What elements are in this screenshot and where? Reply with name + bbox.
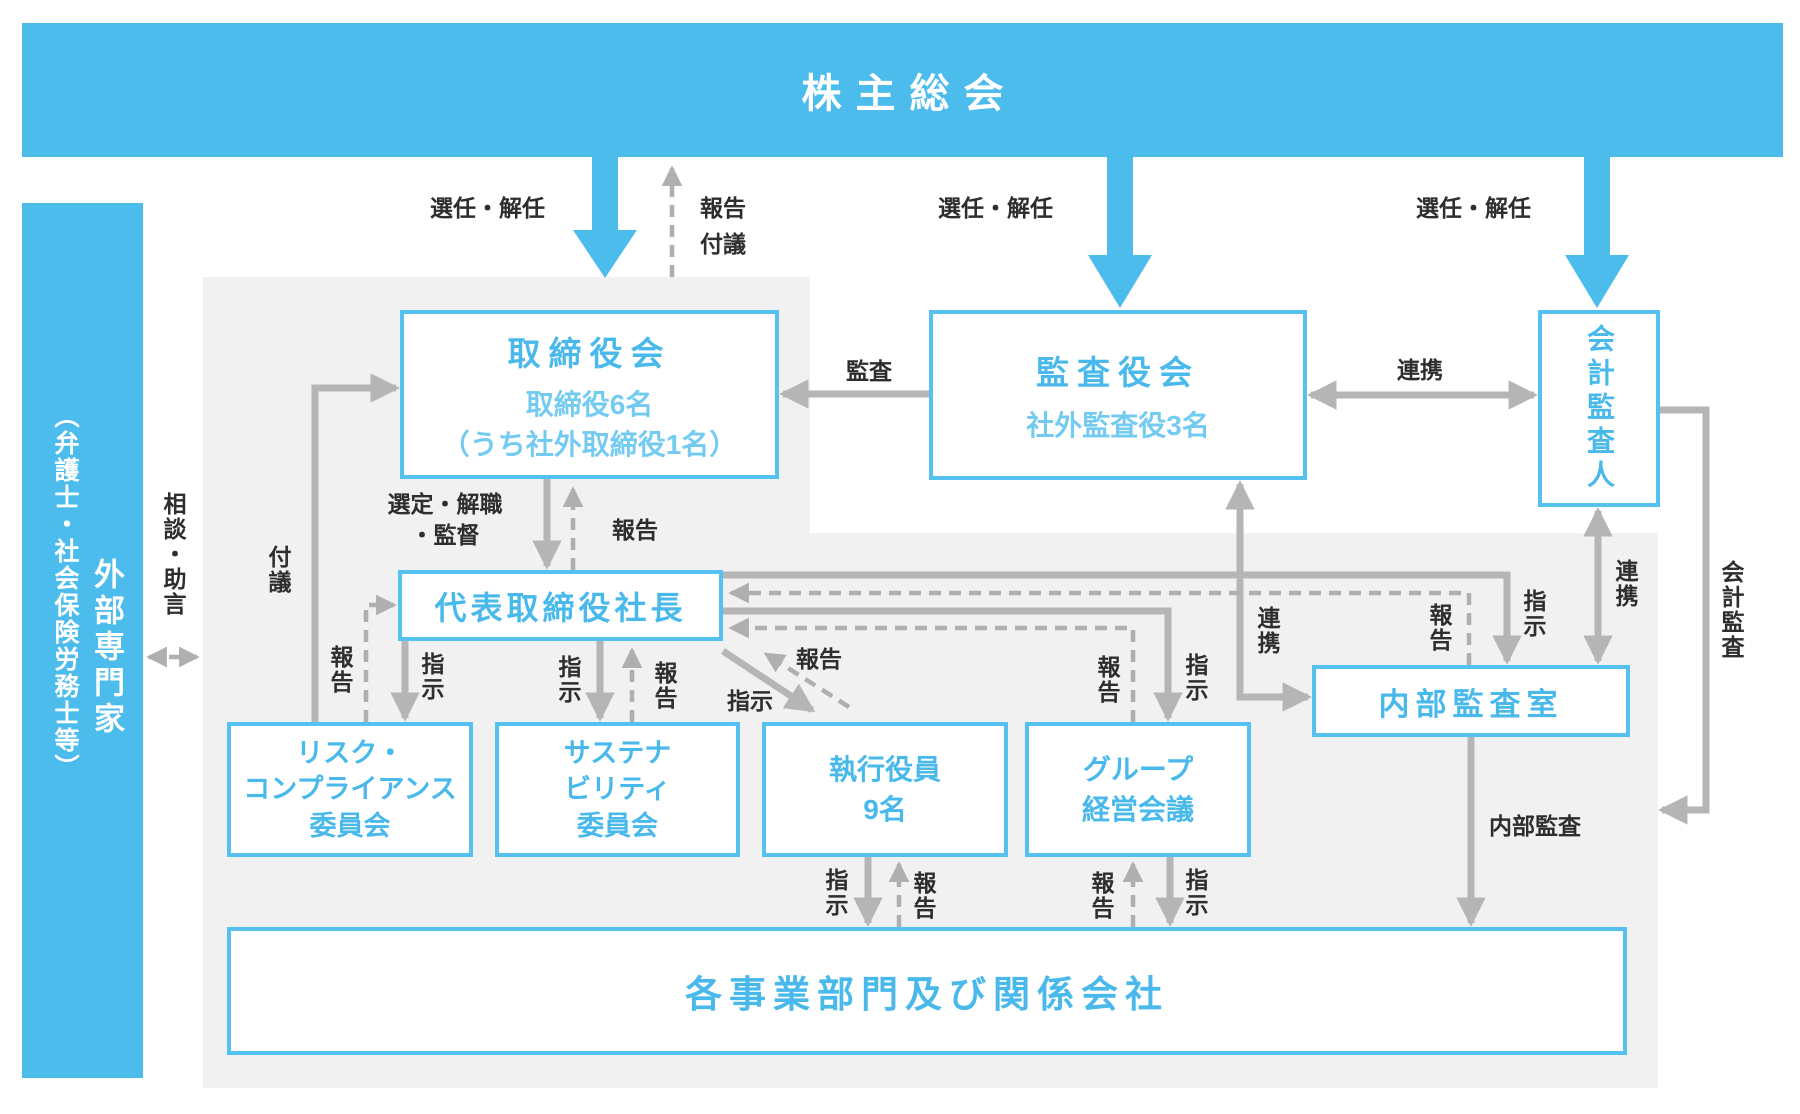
internal-audit-office-title: 内部監査室 xyxy=(1378,686,1564,722)
label-cooperation-3: 連携 xyxy=(1612,559,1638,609)
arrow-instruct-executives xyxy=(721,648,816,713)
risk-committee-line1: リスク・ xyxy=(296,737,404,768)
board-subtitle1: 取締役6名 xyxy=(525,388,654,420)
president-box: 代表取締役社長 xyxy=(398,570,723,641)
arrow-report-internal-to-president xyxy=(728,582,1472,665)
label-report-divisions-left: 報告 xyxy=(910,871,936,921)
label-appoint-dismiss-3: 選任・解任 xyxy=(1416,195,1531,221)
accounting-auditor-box: 会計監査人 xyxy=(1538,310,1660,507)
executive-officers-box: 執行役員 9名 xyxy=(762,722,1008,857)
label-report-risk: 報告 xyxy=(327,645,353,695)
label-instruct-executives: 指示 xyxy=(727,688,773,714)
accounting-auditor-title: 会計監査人 xyxy=(1584,323,1615,494)
label-report-submission: 報告 付議 xyxy=(700,190,746,262)
sustainability-line2: ビリティ xyxy=(564,774,671,805)
arrow-report-risk-to-president xyxy=(363,594,397,722)
label-select-dismiss: 選定・解職 ・監督 xyxy=(340,489,550,551)
label-instruct-risk: 指示 xyxy=(418,652,444,702)
label-internal-audit: 内部監査 xyxy=(1489,813,1581,839)
label-instruct-sustainability: 指示 xyxy=(555,655,581,705)
label-appoint-dismiss-1: 選任・解任 xyxy=(430,195,545,221)
label-instruct-divisions-right: 指示 xyxy=(1182,868,1208,918)
business-divisions-box: 各事業部門及び関係会社 xyxy=(227,927,1627,1055)
label-instruct-internal: 指示 xyxy=(1520,589,1546,639)
label-instruct-group: 指示 xyxy=(1182,653,1208,703)
president-title: 代表取締役社長 xyxy=(434,589,687,626)
group-management-line1: グループ xyxy=(1082,754,1194,786)
risk-compliance-committee-box: リスク・ コンプライアンス 委員会 xyxy=(227,722,473,857)
shareholders-meeting-banner: 株主総会 xyxy=(22,23,1783,157)
group-management-box: グループ 経営会議 xyxy=(1025,722,1251,857)
risk-committee-line3: 委員会 xyxy=(309,810,391,841)
internal-audit-office-box: 内部監査室 xyxy=(1312,665,1630,737)
external-experts-subtitle: （弁護士・社会保険労務士等） xyxy=(51,403,79,781)
label-submission-risk: 付議 xyxy=(265,545,291,595)
executive-officers-line1: 執行役員 xyxy=(828,754,941,786)
label-cooperation-1: 連携 xyxy=(1397,357,1443,383)
business-divisions-title: 各事業部門及び関係会社 xyxy=(685,974,1169,1015)
label-report-group: 報告 xyxy=(1094,655,1120,705)
blue-arrow-to-board xyxy=(573,157,637,278)
label-report-internal: 報告 xyxy=(1426,603,1452,653)
arrow-cooperation-auditboard-internal xyxy=(1225,480,1312,712)
label-report-divisions-right: 報告 xyxy=(1088,871,1114,921)
blue-arrow-to-audit-board xyxy=(1088,157,1152,308)
arrow-report-executives-to-president xyxy=(763,652,851,709)
arrow-report-group-to-president xyxy=(728,617,1136,722)
executive-officers-line2: 9名 xyxy=(863,793,907,825)
group-management-line2: 経営会議 xyxy=(1081,793,1194,825)
label-report-to-board: 報告 xyxy=(612,517,658,543)
external-experts-sidebar xyxy=(22,203,143,1078)
risk-committee-line2: コンプライアンス xyxy=(243,774,457,805)
sustainability-line3: 委員会 xyxy=(577,810,658,841)
label-consult-advice: 相談・助言 xyxy=(160,492,186,617)
board-subtitle2: （うち社外取締役1名） xyxy=(441,428,738,460)
label-report-executives: 報告 xyxy=(796,646,842,672)
label-accounting-audit: 会計監査 xyxy=(1718,560,1744,660)
audit-board-title: 監査役会 xyxy=(1036,354,1200,391)
board-title: 取締役会 xyxy=(507,334,672,372)
board-of-directors-box: 取締役会 取締役6名 （うち社外取締役1名） xyxy=(400,310,779,479)
label-report-sustainability: 報告 xyxy=(651,661,677,711)
blue-arrow-to-accounting-auditor xyxy=(1565,157,1629,308)
label-instruct-divisions-left: 指示 xyxy=(822,868,848,918)
external-experts-title: 外部専門家 xyxy=(89,558,124,738)
sustainability-line1: サステナ xyxy=(563,737,672,768)
arrow-instruct-internal-audit xyxy=(723,571,1522,665)
label-select-dismiss-line2: ・監督 xyxy=(410,522,480,548)
label-select-dismiss-line1: 選定・解職 xyxy=(387,491,503,517)
label-report-to-shareholders: 報告 xyxy=(700,195,746,221)
label-cooperation-2: 連携 xyxy=(1254,606,1280,656)
audit-board-box: 監査役会 社外監査役3名 xyxy=(929,310,1307,480)
shareholders-meeting-title: 株主総会 xyxy=(801,72,1018,116)
arrow-submission-risk-to-board xyxy=(311,373,400,722)
label-submission-to-shareholders: 付議 xyxy=(700,231,746,257)
arrow-instruct-group xyxy=(723,607,1183,722)
sustainability-committee-box: サステナ ビリティ 委員会 xyxy=(495,722,740,857)
arrow-accounting-audit xyxy=(1658,406,1710,825)
label-appoint-dismiss-2: 選任・解任 xyxy=(938,195,1053,221)
audit-board-subtitle: 社外監査役3名 xyxy=(1026,410,1210,441)
label-audit: 監査 xyxy=(846,358,892,384)
